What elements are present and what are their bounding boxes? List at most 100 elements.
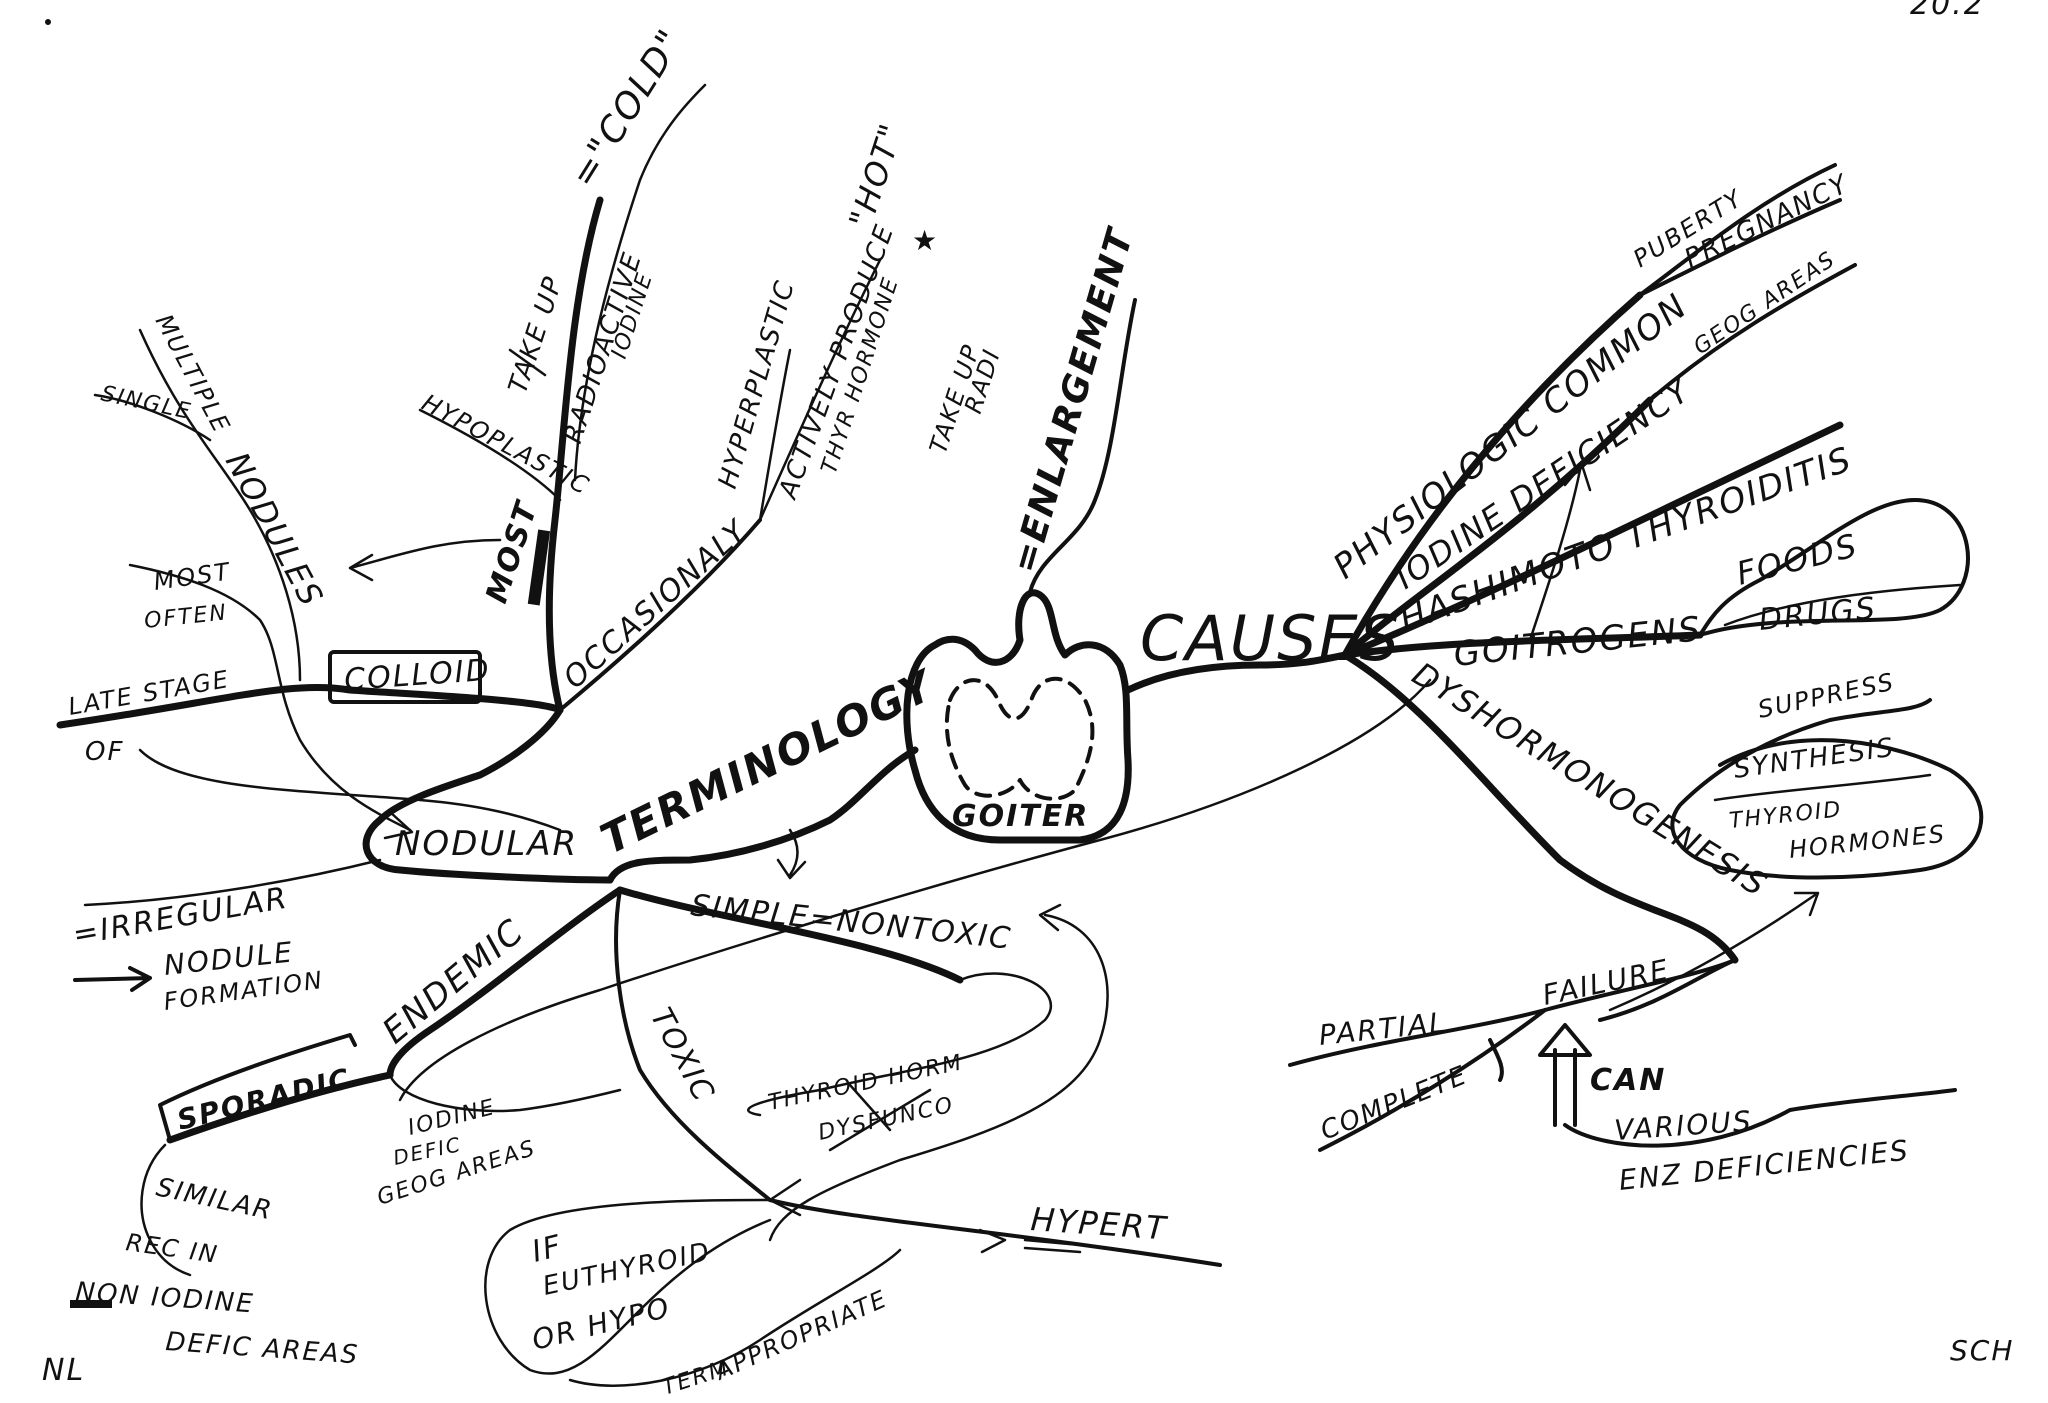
- enlargement-label: =ENLARGEMENT: [1004, 223, 1142, 578]
- euthyroid-label: EUTHYROID: [540, 1237, 714, 1302]
- dyshormonogenesis-branch: [1341, 651, 1739, 964]
- endemic-label: ENDEMIC: [375, 911, 532, 1052]
- hypoplastic-branch: [418, 408, 562, 502]
- synthesis-loop: [1670, 698, 1984, 880]
- simple-loop: [747, 972, 1053, 1117]
- most-marker: [527, 529, 551, 606]
- can-arrowhead: [1538, 1023, 1592, 1057]
- goiter-inner-dashed: [944, 676, 1095, 801]
- colloid-label: COLLOID: [343, 653, 492, 698]
- enlargement-branch: [1028, 298, 1137, 594]
- terminology-title: TERMINOLOGY: [593, 660, 943, 864]
- nodules-label: NODULES: [218, 446, 331, 614]
- goitrogens-loop: [1698, 498, 1970, 637]
- non-underline: [70, 1300, 112, 1308]
- defic-areas-label: DEFIC AREAS: [165, 1327, 361, 1370]
- pregnancy-branch: [1638, 198, 1842, 297]
- hyperplastic-branch: [758, 348, 792, 522]
- most-often-label: MOST: [152, 557, 233, 596]
- take-up-crossout: [508, 348, 547, 377]
- similar-branch: [140, 1143, 192, 1277]
- occasionally-label: OCCASIONALY: [557, 512, 755, 695]
- goiter-node: GOITER: [903, 589, 1132, 844]
- hot-label: "HOT": [841, 118, 911, 233]
- enz-line: [1563, 1088, 1957, 1148]
- of-arrow: [138, 748, 562, 832]
- goiter-outline: [903, 589, 1132, 844]
- goitrogens-branch: [1341, 631, 1704, 659]
- non-iodine-label: NON IODINE: [75, 1277, 256, 1319]
- cold-label: ="COLD": [563, 22, 692, 195]
- appropriate-label: APPROPRIATE: [709, 1284, 892, 1386]
- can-arrow-shaft: [1553, 1048, 1577, 1127]
- single-branch: [93, 393, 212, 442]
- hypert-strike: [1023, 1238, 1082, 1254]
- hashimoto-branch: [1341, 421, 1844, 659]
- hormones-label: HORMONES: [1788, 820, 1948, 864]
- page-number: 20.2: [1910, 0, 1985, 22]
- nodules-arrow: [348, 538, 502, 582]
- occasionally-branch: [558, 518, 762, 712]
- most-often-branch: [128, 563, 412, 832]
- partial-label: PARTIAL: [1317, 1006, 1448, 1052]
- author-initials-left: NL: [42, 1353, 85, 1388]
- star-mark: ★: [912, 224, 939, 257]
- complete-label: COMPLETE: [1316, 1060, 1472, 1146]
- simple-branch: [616, 886, 964, 984]
- thyroid-crossout: [828, 1083, 932, 1152]
- goitrogens-label: GOITROGENS: [1452, 609, 1704, 675]
- thyroid-label: THYROID: [1728, 797, 1843, 834]
- euthyroid-loop: [484, 1198, 772, 1375]
- often-label: OFTEN: [143, 600, 229, 634]
- iodine-deficiency-branch: [1341, 396, 1654, 659]
- author-initials-right: SCH: [1950, 1334, 2014, 1367]
- nodule-arrow: [73, 966, 152, 992]
- stray-dot: [45, 19, 51, 25]
- simple-return-arrow: [768, 913, 1109, 1242]
- puberty-branch: [1638, 163, 1837, 297]
- hashimoto-arrow: [1528, 468, 1582, 642]
- toxic-branch: [614, 888, 772, 1202]
- take-up-branch: [573, 83, 707, 482]
- partial-complete-fork: [1288, 1008, 1547, 1152]
- sporadic-label: SPORADIC: [174, 1062, 355, 1137]
- geog-areas-branch: [1648, 263, 1857, 402]
- nodules-branch: [138, 328, 302, 682]
- simple-return-arrowhead: [1038, 903, 1062, 932]
- cross-link-line: [398, 678, 1432, 1102]
- causes-trunk: [1124, 651, 1349, 694]
- endemic-branch: [386, 886, 624, 1079]
- actively-branch: [758, 258, 882, 522]
- irregular-line: [83, 858, 382, 907]
- physiologic-branch: [1341, 291, 1644, 659]
- of-label: OF: [85, 737, 124, 767]
- sporadic-line: [166, 1071, 394, 1144]
- suppress-label: SUPPRESS: [1755, 668, 1897, 724]
- hypert-line: [768, 1198, 1222, 1267]
- failure-arrowhead: [1793, 891, 1820, 917]
- synthesis-divider: [1713, 773, 1932, 802]
- various-label: VARIOUS: [1613, 1104, 1753, 1147]
- iodine-defic-line: [388, 1073, 622, 1113]
- single-label: SINGLE: [99, 381, 194, 425]
- failure-lower: [1598, 958, 1737, 1022]
- foods-label: FOODS: [1733, 526, 1862, 593]
- sporadic-box: [158, 1033, 357, 1142]
- term-appropriate-line: [568, 1248, 902, 1387]
- if-label: IF: [528, 1229, 566, 1270]
- hashimoto-arrowhead: [1563, 463, 1592, 492]
- can-label: CAN: [1590, 1063, 1666, 1098]
- simple-arrow: [776, 828, 807, 880]
- failure-arrow: [1608, 893, 1817, 1012]
- drugs-label: DRUGS: [1757, 591, 1878, 638]
- most-often-arrowhead: [383, 810, 414, 840]
- hypert-arrowhead: [978, 1228, 1007, 1254]
- nodular-node: [362, 706, 614, 884]
- colloid-box: [328, 650, 482, 704]
- nodular-label: NODULAR: [395, 824, 578, 864]
- take-up-label: TAKE UP: [503, 272, 569, 397]
- similar-label: SIMILAR: [154, 1173, 276, 1227]
- rec-in-label: REC IN: [124, 1228, 220, 1269]
- terminology-trunk: [606, 746, 919, 884]
